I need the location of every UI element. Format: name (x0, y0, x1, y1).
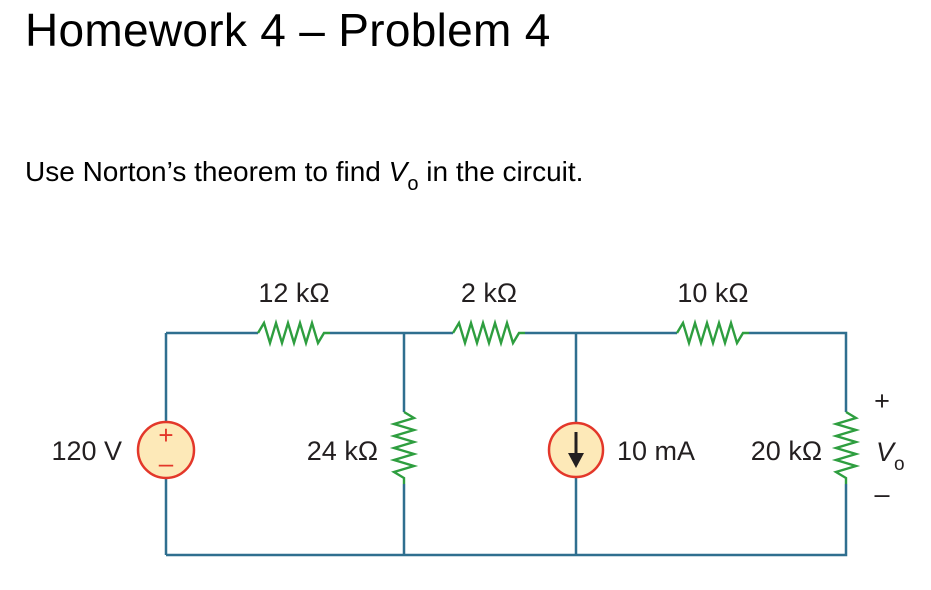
output-plus: + (874, 386, 890, 416)
down-arrow-icon (568, 453, 584, 468)
current-source (547, 421, 605, 479)
label-r-2k: 2 kΩ (461, 278, 517, 308)
bottom-wire (166, 484, 848, 557)
label-voltage-source: 120 V (51, 436, 122, 466)
problem-title: Homework 4 – Problem 4 (25, 4, 551, 56)
label-r-24k: 24 kΩ (307, 436, 378, 466)
voltage-source-circle (136, 420, 196, 480)
top-wire (166, 331, 848, 412)
prompt-text-start: Use Norton’s theorem to find (25, 156, 389, 187)
circuit-wires (164, 331, 848, 557)
output-minus: – (874, 479, 889, 509)
prompt-variable-subscript: o (407, 173, 419, 195)
resistor-12k (256, 318, 330, 348)
prompt-text-end: in the circuit. (418, 156, 584, 187)
resistor-10k (675, 318, 749, 348)
label-r-10k: 10 kΩ (677, 278, 748, 308)
voltage-source: + – (136, 420, 196, 480)
prompt-variable: V (388, 156, 408, 187)
output-variable-subscript: o (894, 454, 905, 475)
voltage-source-plus: + (158, 420, 173, 450)
voltage-source-minus: – (159, 448, 174, 478)
output-variable: V (876, 437, 897, 467)
label-r-20k: 20 kΩ (751, 436, 822, 466)
problem-prompt: Use Norton’s theorem to find Vo in the c… (25, 152, 583, 195)
resistor-20k (831, 410, 861, 484)
label-current-source: 10 mA (617, 436, 695, 466)
output-voltage-label: + V o – (874, 386, 904, 509)
resistor-2k (451, 318, 525, 348)
resistor-24k (389, 410, 419, 484)
label-r-12k: 12 kΩ (258, 278, 329, 308)
